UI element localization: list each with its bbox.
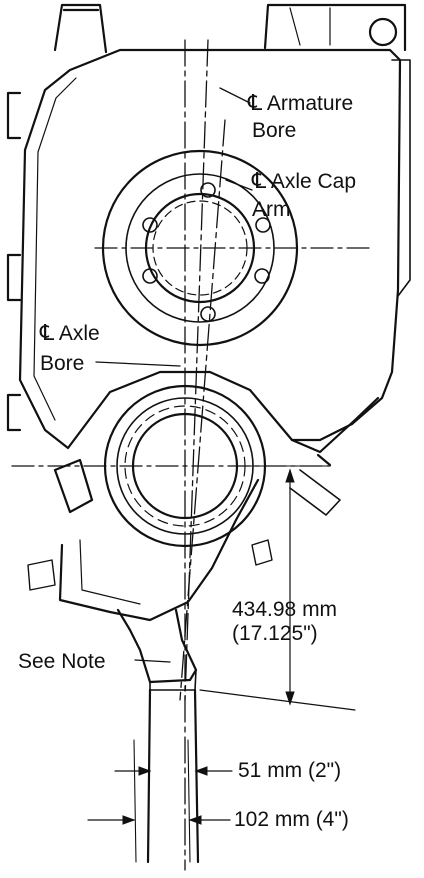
dim-102-label: 102 mm (4") [234, 808, 349, 831]
axle-bore-label-line2: Bore [40, 352, 85, 375]
axle-bore-label: ℄ Axle [40, 322, 100, 346]
dim-434-arrow-top [285, 468, 295, 483]
axle-cap-arm-label-line1: Axle Cap [270, 170, 357, 193]
dim-51-label: 51 mm (2") [238, 759, 342, 782]
centerline-symbol: ℄ [252, 169, 267, 194]
axle-bore-leader [95, 361, 181, 367]
see-note-label: See Note [18, 650, 106, 673]
axle-cap-leader [225, 179, 253, 191]
left-mount [27, 559, 56, 591]
armature-bore-label-line2: Bore [252, 119, 297, 142]
right-support-web [289, 469, 341, 516]
axle-shaft [146, 688, 200, 864]
left-boss-lower [6, 393, 22, 432]
dim-434-label-line1: 434.98 mm [232, 598, 338, 621]
dim-102-right-ext [187, 739, 191, 863]
left-boss-upper [6, 91, 22, 140]
dim-102-left-ext [133, 739, 137, 863]
armature-bore-label: ℄ Armature [248, 92, 353, 116]
left-bracket [53, 458, 94, 514]
armature-bolt-holes [142, 182, 271, 322]
housing-inner-edge [33, 77, 77, 421]
right-mount [251, 539, 273, 566]
top-right-lug-web [289, 7, 331, 46]
dim-434-arrow-bottom [285, 691, 295, 706]
axle-cap-arm-label: ℄ Axle Cap [252, 170, 356, 194]
lower-drop-arm-inner [79, 539, 141, 605]
lower-drop-arm [58, 478, 260, 622]
axle-bore-label-line1: Axle [58, 322, 100, 345]
armature-bore-label-line1: Armature [266, 92, 354, 115]
axle-cap-arm-centerline [179, 119, 226, 701]
top-right-lug-hole [368, 17, 398, 47]
dim-434-ext-bottom [199, 689, 356, 711]
centerline-symbol: ℄ [40, 321, 55, 346]
see-note-leader [134, 659, 171, 663]
top-left-lug [53, 3, 108, 54]
dim-434-label-line2: (17.125") [232, 622, 318, 645]
housing-right-flange [391, 59, 411, 297]
right-support-arm [290, 396, 380, 467]
nose-block [149, 669, 197, 691]
left-boss-mid [6, 253, 22, 302]
centerline-symbol: ℄ [248, 91, 263, 116]
armature-leader [219, 87, 251, 104]
top-right-lug [263, 3, 407, 52]
axle-cap-arm-label-line2: Arm [252, 198, 291, 221]
